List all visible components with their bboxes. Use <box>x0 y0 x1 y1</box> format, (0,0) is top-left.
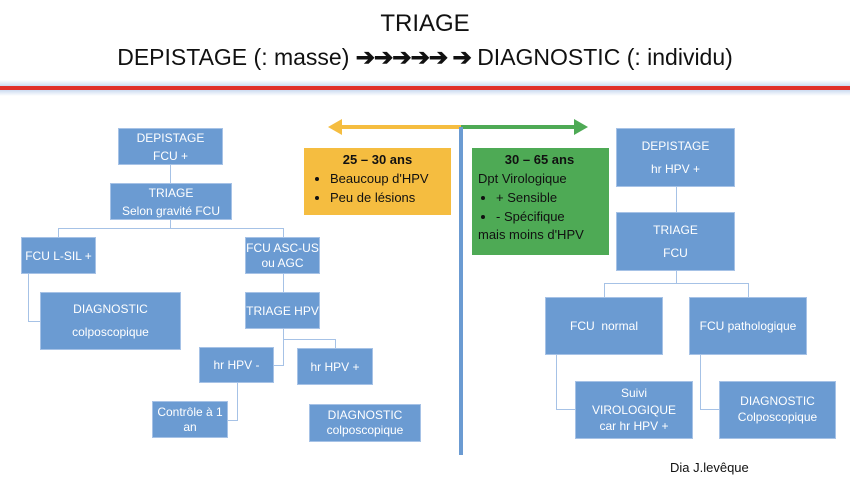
connector <box>676 187 677 212</box>
note-bullet: Beaucoup d'HPV <box>330 170 443 189</box>
box-depistage-fcu: DEPISTAGE FCU + <box>118 128 223 165</box>
box-line: FCU ASC-US <box>246 240 319 255</box>
arrows-icon: ➔➔➔➔➔ ➔ <box>355 44 472 70</box>
box-line: an <box>183 419 197 434</box>
box-line: TRIAGE <box>653 222 698 237</box>
connector <box>604 283 748 284</box>
box-line: FCU pathologique <box>699 319 797 333</box>
box-line: FCU normal <box>569 319 638 333</box>
box-line: DIAGNOSTIC <box>740 394 815 409</box>
connector <box>604 283 605 297</box>
note-bullet: - Spécifique <box>496 208 601 227</box>
box-line: Selon gravité FCU <box>121 203 221 218</box>
connector <box>28 321 40 322</box>
arrow-right-icon <box>574 119 588 135</box>
connector <box>676 271 677 283</box>
box-line: FCU <box>663 245 688 260</box>
note-25-30: 25 – 30 ans Beaucoup d'HPVPeu de lésions <box>304 148 451 215</box>
box-line: FCU L-SIL + <box>25 248 92 263</box>
connector <box>170 220 171 228</box>
box-line: hr HPV + <box>650 161 701 176</box>
header-rule <box>0 86 850 90</box>
connector <box>700 355 701 409</box>
box-line: TRIAGE HPV <box>246 303 319 318</box>
note-30-65: 30 – 65 ans Dpt Virologique + Sensible- … <box>472 148 609 255</box>
connector <box>283 274 284 292</box>
box-triage-fcu: TRIAGE FCU <box>616 212 735 271</box>
connector <box>58 228 59 237</box>
box-line: TRIAGE <box>148 185 194 200</box>
connector <box>556 409 575 410</box>
box-triage-gravite: TRIAGE Selon gravité FCU <box>110 183 232 220</box>
arrow-left-icon <box>328 119 342 135</box>
connector <box>748 283 749 297</box>
box-line: hr HPV - <box>213 358 260 372</box>
box-line: ou AGC <box>261 255 304 270</box>
box-line: DIAGNOSTIC <box>73 302 148 317</box>
box-line: car hr HPV + <box>599 419 669 434</box>
credit: Dia J.levêque <box>670 460 749 475</box>
box-fcu-pathologique: FCU pathologique <box>689 297 807 355</box>
box-line: Contrôle à 1 <box>157 404 223 419</box>
connector <box>556 355 557 409</box>
connector <box>335 339 336 348</box>
subtitle-right: DIAGNOSTIC (: individu) <box>477 44 733 70</box>
box-line: colposcopique <box>72 325 149 339</box>
box-line: DIAGNOSTIC <box>327 408 403 422</box>
box-line: VIROLOGIQUE <box>591 402 677 417</box>
connector <box>274 365 284 366</box>
box-line: DEPISTAGE <box>641 138 710 153</box>
box-fcu-lsil: FCU L-SIL + <box>21 237 96 274</box>
note-line: mais moins d'HPV <box>478 227 584 243</box>
slide-title: TRIAGE <box>380 10 470 37</box>
connector <box>170 165 171 183</box>
box-line: Suivi <box>620 385 647 400</box>
note-bullet: Peu de lésions <box>330 189 443 208</box>
box-triage-hpv: TRIAGE HPV <box>245 292 320 329</box>
box-line: DEPISTAGE <box>136 130 205 145</box>
connector <box>228 420 238 421</box>
note-bullet: + Sensible <box>496 189 601 208</box>
box-hr-hpv-negatif: hr HPV - <box>199 347 274 383</box>
connector <box>283 228 284 237</box>
box-hr-hpv-positif: hr HPV + <box>297 348 373 385</box>
box-fcu-normal: FCU normal <box>545 297 663 355</box>
box-depistage-hpv: DEPISTAGE hr HPV + <box>616 128 735 187</box>
connector <box>58 228 283 229</box>
box-line: Colposcopique <box>737 410 818 424</box>
box-diagnostic-colposcopique: DIAGNOSTIC colposcopique <box>40 292 181 350</box>
subtitle-left: DEPISTAGE (: masse) <box>117 44 350 70</box>
slide-subtitle: DEPISTAGE (: masse) ➔➔➔➔➔ ➔ DIAGNOSTIC (… <box>0 44 850 71</box>
connector <box>700 409 719 410</box>
note-heading: 30 – 65 ans <box>504 152 575 167</box>
connector <box>283 329 284 365</box>
note-heading: 25 – 30 ans <box>342 152 413 167</box>
connector <box>237 383 238 420</box>
connector <box>283 339 335 340</box>
note-line: Dpt Virologique <box>478 170 567 186</box>
box-line: hr HPV + <box>310 359 360 374</box>
box-line: FCU + <box>152 148 188 163</box>
connector <box>28 274 29 321</box>
box-line: colposcopique <box>326 423 404 437</box>
